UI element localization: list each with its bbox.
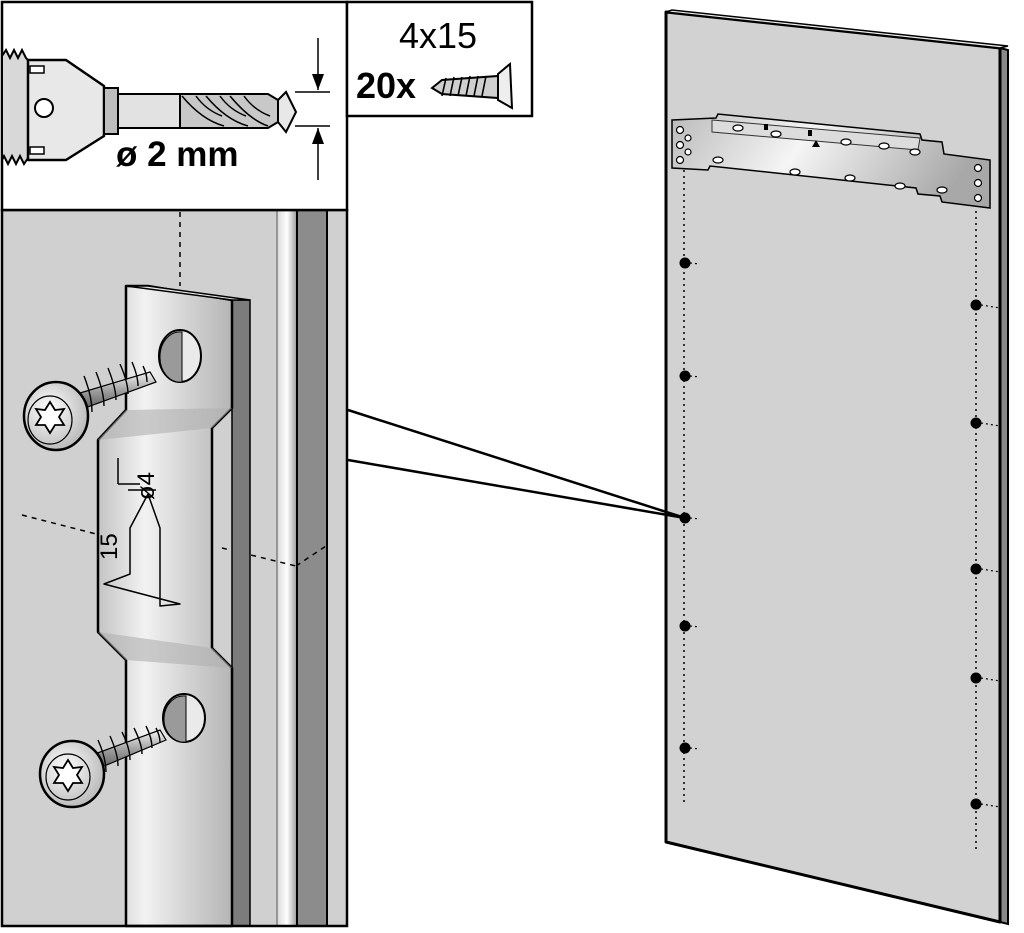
torx-screw-icon xyxy=(22,361,157,452)
screw-size-label: 4x15 xyxy=(399,15,477,56)
drill-hole-marker xyxy=(970,563,1001,575)
drill-hole-marker xyxy=(679,370,701,382)
callout-pointer xyxy=(347,408,686,520)
drill-hole-marker xyxy=(679,257,701,269)
torx-screw-icon xyxy=(38,725,167,809)
drill-diameter-label: ø 2 mm xyxy=(116,135,239,174)
drill-hole-marker xyxy=(970,417,1001,429)
mounting-bracket: ø4 15 xyxy=(96,284,251,928)
screw-length-label: 15 xyxy=(96,533,123,560)
drill-hole-marker xyxy=(970,798,1001,810)
screw-quantity-label: 20x xyxy=(356,65,416,106)
drill-hole-marker xyxy=(679,742,701,754)
bracket-detail-panel: ø4 15 xyxy=(0,208,349,928)
right-hole-column xyxy=(970,299,1001,810)
drill-bit-icon xyxy=(1,38,330,180)
door-panel xyxy=(664,9,1009,926)
drill-hole-marker xyxy=(679,620,701,632)
countersunk-screw-outline-icon xyxy=(103,493,181,607)
countersunk-screw-icon xyxy=(430,61,514,110)
angle-mark xyxy=(117,458,156,491)
drill-hole-marker xyxy=(970,672,1001,684)
drill-panel: ø 2 mm xyxy=(0,0,349,212)
screw-panel: 4x15 20x xyxy=(345,0,534,118)
hinge-plate xyxy=(671,113,991,209)
drill-hole-marker xyxy=(970,299,1001,311)
